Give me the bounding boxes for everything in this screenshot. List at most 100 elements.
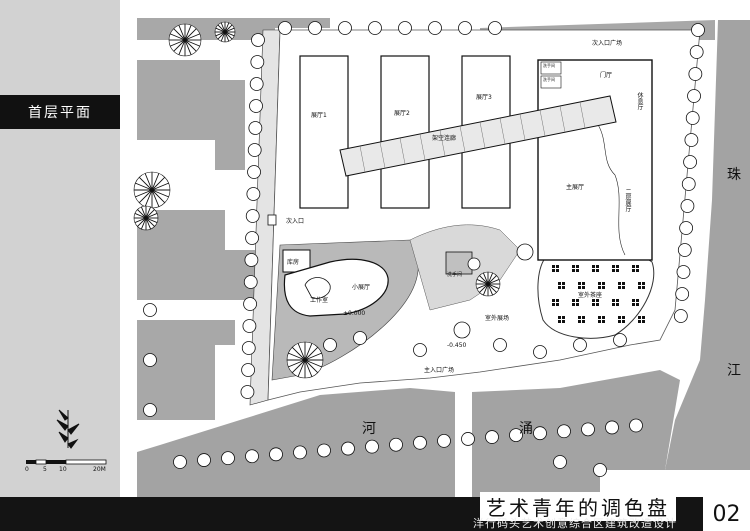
tea-table-icon — [552, 299, 559, 306]
tree-icon — [241, 363, 256, 377]
tree-icon — [681, 177, 696, 191]
tea-table-icon — [572, 299, 579, 306]
tree-icon — [689, 45, 704, 59]
label-hall-1: 展厅1 — [311, 112, 327, 119]
tree-icon — [684, 133, 699, 147]
tree-icon — [245, 449, 259, 464]
label-wc-2: 洗手间 — [543, 77, 555, 82]
tree-icon — [245, 231, 259, 245]
label-entrance-west: 次入口 — [286, 218, 305, 225]
tea-table-icon — [592, 299, 599, 306]
tea-table-icon — [632, 265, 639, 272]
tea-table-icon — [592, 265, 599, 272]
label-level-1: ±0.000 — [343, 310, 366, 317]
tree-icon — [249, 77, 264, 91]
scale-tick-10: 10 — [59, 466, 67, 473]
scale-bar-icon — [26, 459, 107, 465]
tree-icon — [458, 21, 472, 35]
tree-icon — [338, 21, 352, 35]
label-small-hall: 小展厅 — [352, 284, 371, 291]
label-main-hall: 主展厅 — [566, 184, 585, 191]
tree-icon — [249, 99, 263, 113]
tree-icon — [246, 187, 261, 201]
tree-icon — [461, 432, 475, 446]
tree-icon — [533, 345, 547, 359]
north-arrow-icon — [56, 409, 80, 449]
studio-building — [283, 258, 389, 317]
tree-icon — [488, 21, 502, 35]
tea-table-icon — [558, 282, 565, 289]
tree-icon — [368, 21, 382, 35]
sidebar-panel — [0, 0, 120, 497]
tree-icon — [683, 155, 697, 169]
site-trees — [143, 21, 705, 477]
site-plan-drawing — [120, 0, 750, 497]
tree-icon — [573, 338, 587, 352]
second-floor-outline — [594, 119, 626, 256]
tree-icon — [605, 420, 619, 435]
tea-table-icon — [618, 316, 625, 323]
river-creek-east — [472, 370, 680, 497]
tree-icon — [308, 21, 322, 35]
pearl-river — [665, 20, 750, 470]
tree-icon — [197, 453, 211, 467]
tree-icon — [428, 21, 442, 35]
tea-table-icon — [612, 299, 619, 306]
tree-icon — [247, 165, 261, 179]
label-studio: 工作室 — [310, 297, 329, 304]
tree-icon — [581, 422, 595, 437]
studio-core — [304, 277, 331, 299]
label-entrance-south: 主入口广场 — [424, 367, 455, 374]
label-level-2: -0.450 — [447, 342, 467, 349]
tree-icon — [676, 265, 691, 279]
tree-icon — [509, 428, 523, 443]
tree-icon — [389, 437, 403, 452]
label-second-hall: 二层展厅 — [624, 188, 631, 212]
ornamental-tree-icon — [168, 23, 202, 57]
site-plan-svg — [133, 18, 750, 497]
ornamental-tree-icon — [133, 171, 171, 209]
west-gate — [267, 214, 277, 226]
plaza-disc-2 — [516, 243, 534, 261]
tree-icon — [413, 435, 427, 450]
plaza-disc-3 — [453, 321, 471, 339]
label-wc-1: 洗手间 — [543, 63, 555, 68]
tree-icon — [241, 341, 256, 355]
tree-icon — [593, 463, 607, 477]
river-creek — [137, 388, 455, 497]
sheet-label: 首层平面 — [0, 95, 120, 129]
tree-icon — [251, 33, 265, 47]
tree-icon — [680, 199, 695, 213]
tree-icon — [687, 89, 701, 103]
hall-1 — [299, 55, 349, 209]
sheet-number: 02 — [703, 497, 750, 531]
label-lobby: 门厅 — [600, 72, 613, 79]
tree-icon — [293, 445, 307, 460]
label-zhu: 珠 — [727, 167, 741, 183]
ornament-trees — [133, 21, 501, 379]
main-hall-building — [537, 59, 653, 261]
west-block-upper — [137, 60, 245, 170]
tree-icon — [677, 243, 692, 257]
tree-icon — [243, 297, 257, 311]
tree-icon — [533, 426, 547, 441]
tree-icon — [341, 441, 355, 456]
tree-icon — [143, 353, 157, 367]
tree-icon — [250, 55, 265, 69]
tea-table-icon — [612, 265, 619, 272]
tea-table-icon — [578, 316, 585, 323]
tree-icon — [613, 333, 627, 347]
label-hall-3: 展厅3 — [476, 94, 492, 101]
wc-box-2 — [540, 75, 562, 89]
tree-icon — [248, 121, 263, 135]
tea-table-icon — [618, 282, 625, 289]
tea-tables — [552, 265, 645, 323]
scale-tick-0: 0 — [25, 466, 29, 473]
tree-icon — [143, 403, 157, 417]
project-title: 艺术青年的调色盘 — [480, 492, 676, 521]
tree-icon — [278, 21, 292, 35]
tree-icon — [242, 319, 257, 333]
tree-icon — [353, 331, 367, 345]
tree-icon — [240, 385, 255, 399]
tree-icon — [365, 439, 379, 454]
